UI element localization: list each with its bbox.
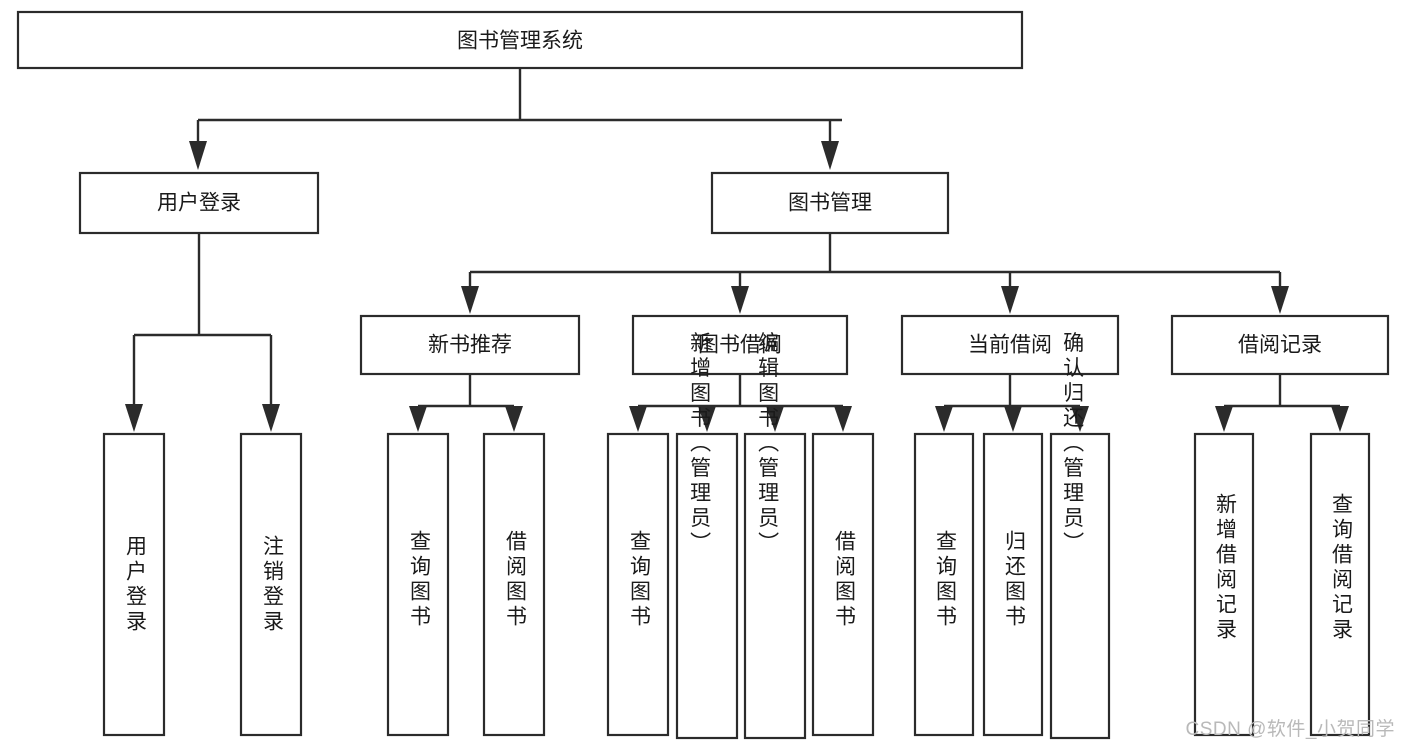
leaf-borrow-book-recommend-box	[482, 432, 546, 737]
node-book-borrow[interactable]: 图书借阅	[631, 314, 849, 376]
leaf-borrow-book-box	[811, 432, 875, 737]
leaf-edit-book-admin-label: 编辑图书（管理员）	[756, 332, 780, 557]
leaf-user-login[interactable]: 用户登录	[102, 432, 166, 737]
node-book-management-label: 图书管理	[788, 192, 872, 215]
node-root[interactable]: 图书管理系统	[16, 10, 1024, 70]
node-borrow-record[interactable]: 借阅记录	[1170, 314, 1390, 376]
leaf-confirm-return-admin-label: 确认归还（管理员）	[1061, 332, 1085, 557]
arrow-head-record-leaf-2	[1331, 406, 1349, 432]
node-book-borrow-label: 图书借阅	[698, 334, 782, 357]
leaf-query-book-recommend-label: 查询图书	[407, 530, 431, 630]
leaf-query-book-borrow[interactable]: 查询图书	[606, 432, 670, 737]
leaf-confirm-return-admin[interactable]: 确认归还（管理员）	[1049, 332, 1111, 740]
leaf-return-book[interactable]: 归还图书	[982, 432, 1044, 737]
leaf-edit-book-admin-box	[743, 432, 807, 740]
leaf-query-book-current-box	[913, 432, 975, 737]
arrow-head-current-leaf-1	[935, 406, 953, 432]
node-root-box	[16, 10, 1024, 70]
leaf-query-book-recommend-box	[386, 432, 450, 737]
leaf-add-borrow-record[interactable]: 新增借阅记录	[1193, 432, 1255, 737]
leaf-add-borrow-record-box	[1193, 432, 1255, 737]
node-current-borrow-box	[900, 314, 1120, 376]
leaf-query-borrow-record[interactable]: 查询借阅记录	[1309, 432, 1371, 737]
arrow-head-new-leaf-2	[505, 406, 523, 432]
leaf-borrow-book-recommend[interactable]: 借阅图书	[482, 432, 546, 737]
arrow-head-borrow-leaf-3	[766, 406, 784, 432]
leaf-add-borrow-record-label: 新增借阅记录	[1213, 493, 1237, 643]
leaf-borrow-book[interactable]: 借阅图书	[811, 432, 875, 737]
arrow-head-login-leaf-2	[262, 404, 280, 432]
node-current-borrow[interactable]: 当前借阅	[900, 314, 1120, 376]
node-root-label: 图书管理系统	[457, 30, 583, 53]
node-borrow-record-box	[1170, 314, 1390, 376]
leaf-query-book-borrow-label: 查询图书	[627, 530, 651, 630]
node-new-book-recommend[interactable]: 新书推荐	[359, 314, 581, 376]
leaf-add-book-admin-box	[675, 432, 739, 740]
leaf-return-book-box	[982, 432, 1044, 737]
leaf-edit-book-admin[interactable]: 编辑图书（管理员）	[743, 332, 807, 740]
node-new-book-recommend-label: 新书推荐	[428, 334, 512, 357]
leaf-logout[interactable]: 注销登录	[239, 432, 303, 737]
node-borrow-record-label: 借阅记录	[1238, 334, 1322, 357]
leaf-add-book-admin[interactable]: 新增图书（管理员）	[675, 332, 739, 740]
leaf-return-book-label: 归还图书	[1002, 530, 1026, 630]
node-book-management[interactable]: 图书管理	[710, 171, 950, 235]
leaf-query-borrow-record-label: 查询借阅记录	[1329, 493, 1353, 643]
leaf-user-login-label: 用户登录	[123, 535, 147, 635]
leaf-borrow-book-recommend-label: 借阅图书	[503, 530, 527, 630]
leaf-add-book-admin-label: 新增图书（管理员）	[688, 332, 712, 557]
node-new-book-recommend-box	[359, 314, 581, 376]
arrow-head-borrow-leaf-1	[629, 406, 647, 432]
arrow-head-root-to-login	[189, 141, 207, 170]
arrow-head-current-leaf-3	[1071, 406, 1089, 432]
node-user-login-label: 用户登录	[157, 192, 241, 215]
node-user-login-box	[78, 171, 320, 235]
arrow-head-books-current	[1001, 286, 1019, 314]
leaf-query-book-current[interactable]: 查询图书	[913, 432, 975, 737]
arrow-head-books-borrow	[731, 286, 749, 314]
connector-layer	[125, 68, 1349, 432]
node-user-login[interactable]: 用户登录	[78, 171, 320, 235]
leaf-query-borrow-record-box	[1309, 432, 1371, 737]
arrow-head-login-leaf-1	[125, 404, 143, 432]
arrow-head-record-leaf-1	[1215, 406, 1233, 432]
leaf-confirm-return-admin-box	[1049, 432, 1111, 740]
arrow-head-root-to-books	[821, 141, 839, 170]
leaf-user-login-box	[102, 432, 166, 737]
leaf-query-book-borrow-box	[606, 432, 670, 737]
arrow-head-books-record	[1271, 286, 1289, 314]
leaf-query-book-recommend[interactable]: 查询图书	[386, 432, 450, 737]
leaf-logout-label: 注销登录	[260, 535, 284, 635]
leaf-logout-box	[239, 432, 303, 737]
arrow-head-borrow-leaf-4	[834, 406, 852, 432]
leaf-borrow-book-label: 借阅图书	[832, 530, 856, 630]
node-book-borrow-box	[631, 314, 849, 376]
node-current-borrow-label: 当前借阅	[968, 334, 1052, 357]
arrow-head-new-leaf-1	[409, 406, 427, 432]
node-book-management-box	[710, 171, 950, 235]
arrow-head-books-new	[461, 286, 479, 314]
leaf-query-book-current-label: 查询图书	[933, 530, 957, 630]
arrow-head-borrow-leaf-2	[698, 406, 716, 432]
arrow-head-current-leaf-2	[1004, 406, 1022, 432]
